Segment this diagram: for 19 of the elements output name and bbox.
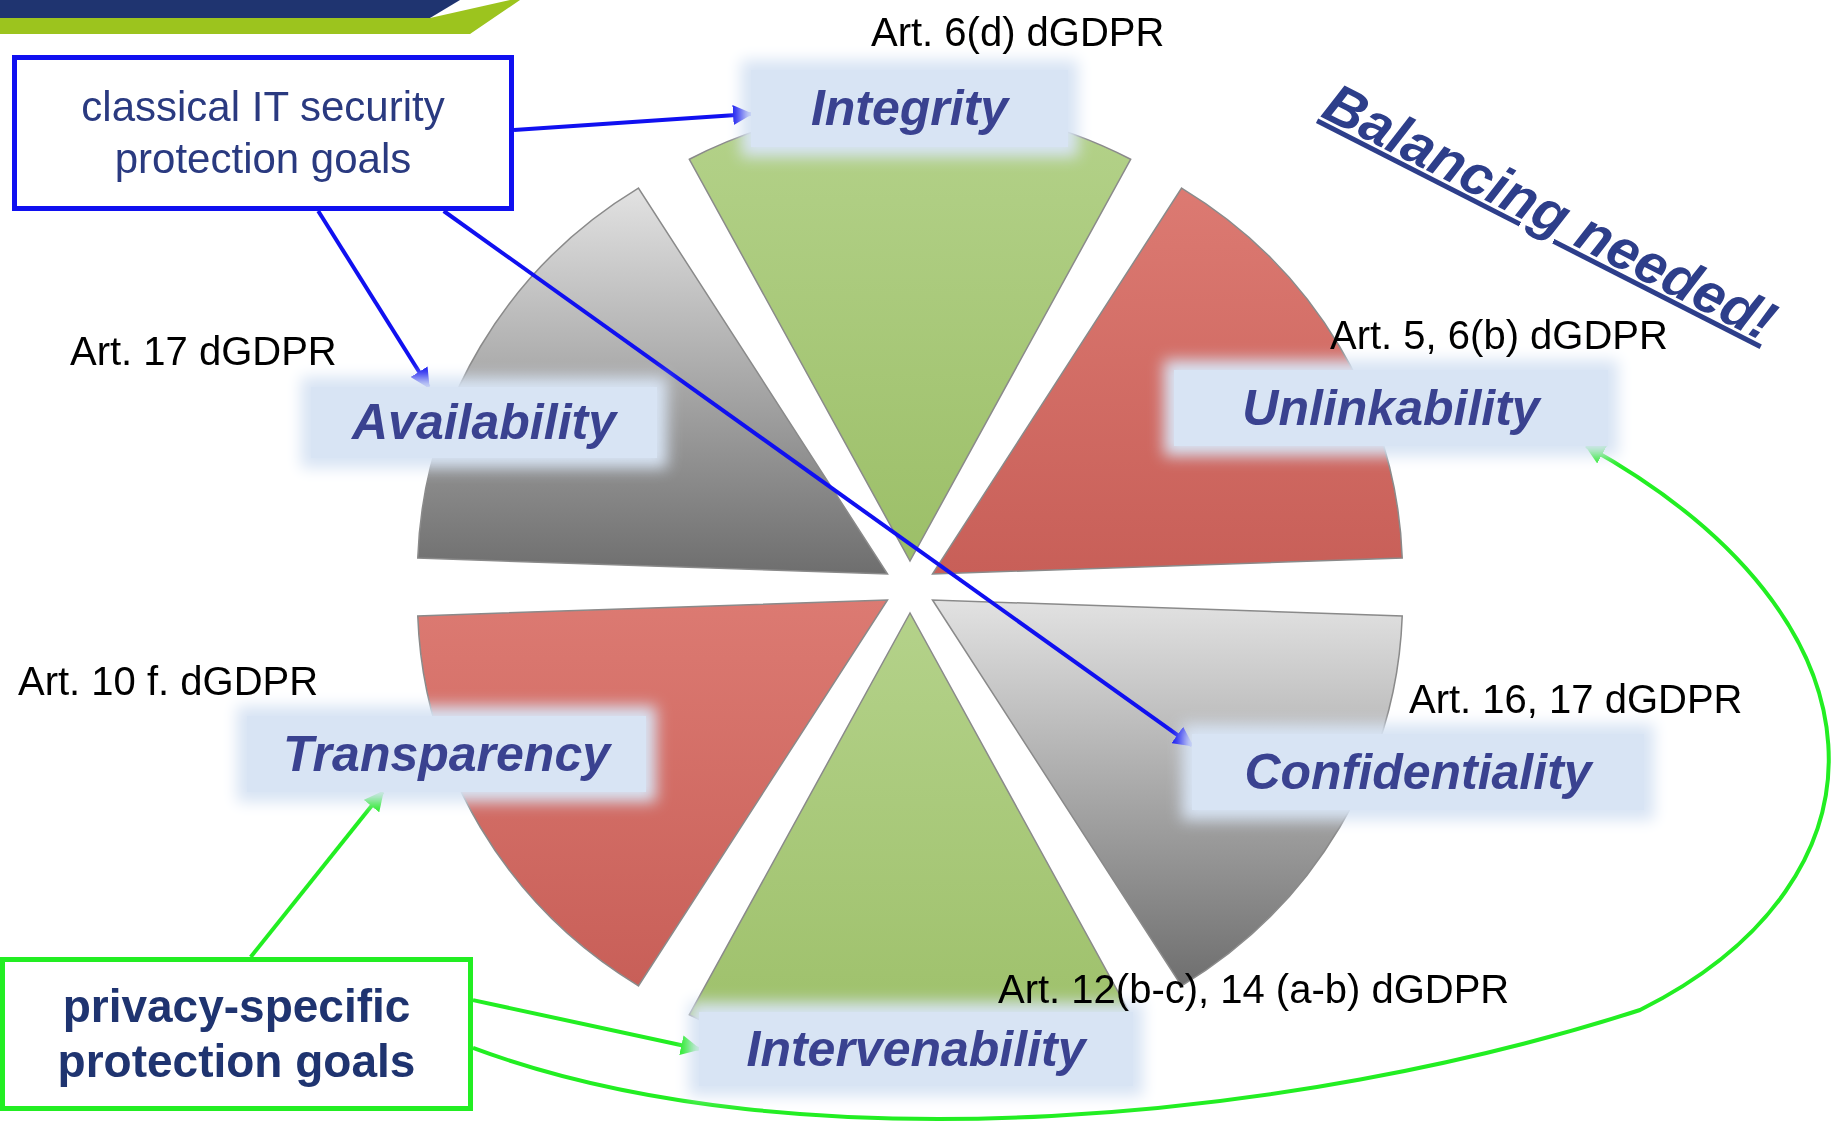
goal-label: Unlinkability [1174, 370, 1608, 446]
arrow [513, 105, 753, 132]
arrow [316, 209, 431, 389]
text-box: classical IT security protection goals [12, 55, 514, 211]
goal-label: Transparency [247, 716, 646, 792]
arrow [472, 998, 701, 1055]
arrow [472, 444, 1830, 1121]
article-reference: Art. 10 f. dGDPR [18, 661, 319, 701]
goal-label: Integrity [751, 70, 1068, 147]
goal-label: Confidentiality [1192, 734, 1644, 810]
goal-label: Intervenability [699, 1012, 1133, 1086]
arrow [442, 209, 1194, 748]
article-reference: Art. 6(d) dGDPR [871, 12, 1165, 52]
goal-label: Availability [311, 387, 657, 458]
article-reference: Art. 16, 17 dGDPR [1409, 679, 1743, 719]
article-reference: Art. 12(b-c), 14 (a-b) dGDPR [998, 969, 1510, 1009]
text-box: privacy-specific protection goals [0, 957, 473, 1111]
arrow [249, 790, 385, 959]
article-reference: Art. 17 dGDPR [70, 331, 337, 371]
